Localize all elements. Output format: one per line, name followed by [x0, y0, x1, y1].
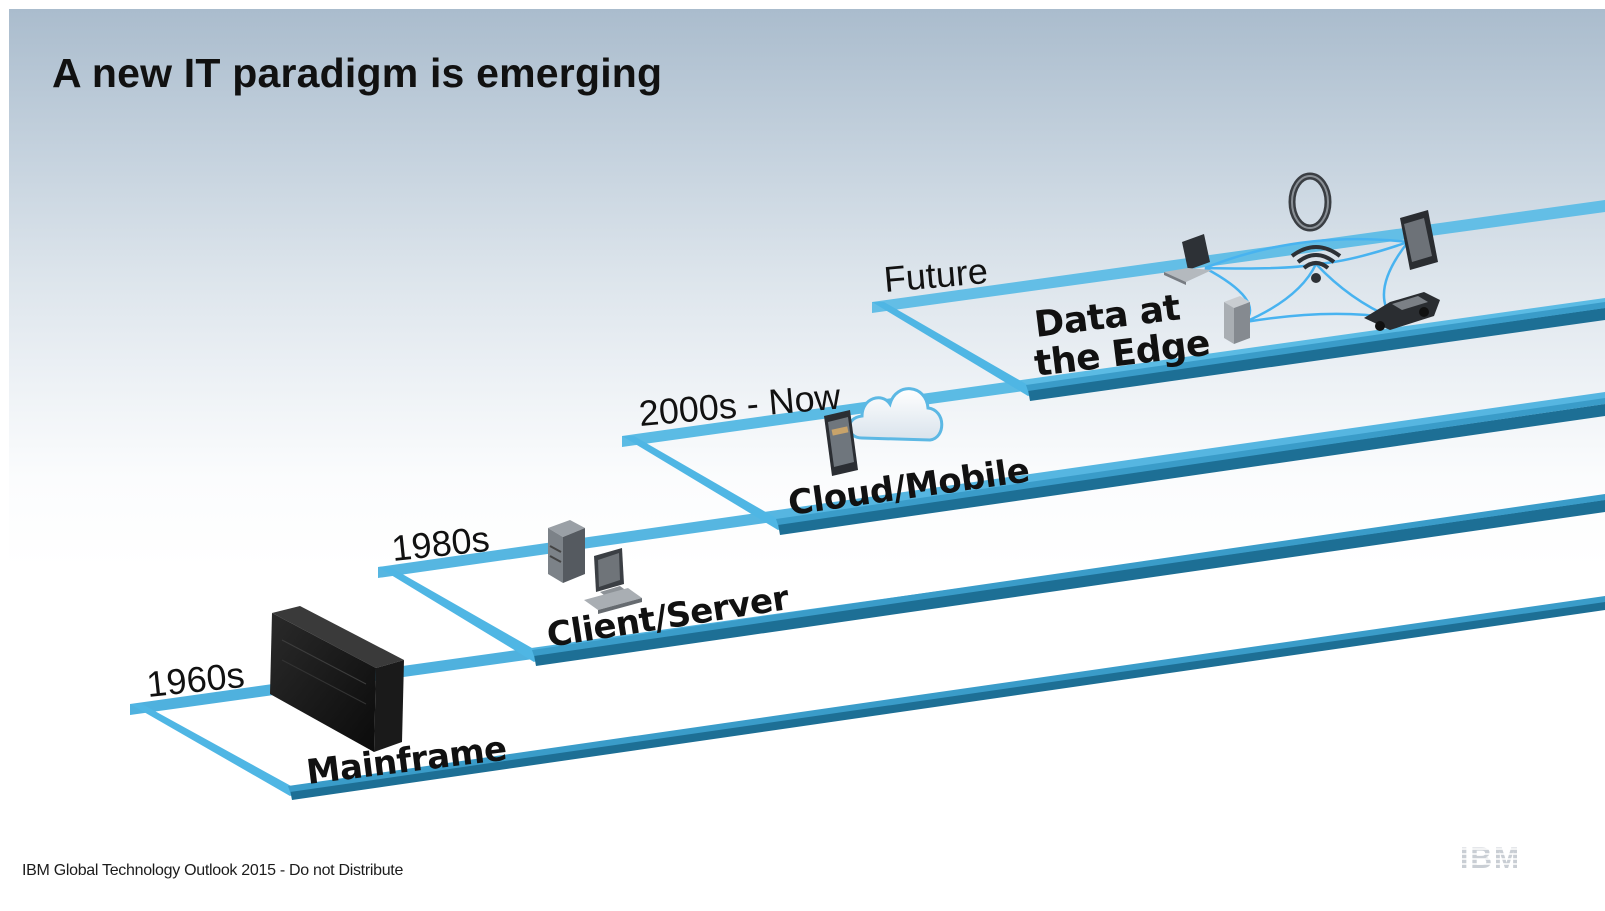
tier-client-server: 1980s Client/Server [378, 392, 1605, 666]
tier2-back-rail [378, 392, 1605, 578]
slide-footer: IBM Global Technology Outlook 2015 - Do … [22, 862, 404, 879]
ibm-logo: IBM [1456, 842, 1540, 875]
tier2-front-rail [534, 500, 1605, 666]
era-1960s: 1960s [145, 654, 247, 705]
car-icon [1364, 292, 1440, 331]
fitness-band-icon [1288, 172, 1332, 232]
tier1-side-rail [130, 704, 302, 796]
laptop-icon [1164, 234, 1212, 285]
tablet-icon [1400, 210, 1438, 270]
edge-network-icon [1164, 172, 1440, 344]
slide-title: A new IT paradigm is emerging [52, 50, 663, 96]
tier4-front-rail [1028, 308, 1605, 401]
slide-background [9, 9, 1605, 911]
tier3-side-rail [622, 436, 790, 530]
tier4-side-rail [872, 302, 1040, 396]
wifi-icon [1290, 245, 1342, 283]
era-2000s-now: 2000s - Now [637, 375, 843, 434]
storage-icon [1224, 296, 1250, 344]
era-future: Future [882, 250, 989, 300]
tier1-front-rail [290, 600, 1605, 800]
cloud-phone-icon [824, 387, 944, 476]
tier2-side-rail [378, 567, 546, 662]
server-desktop-icon [548, 520, 642, 614]
mainframe-icon [270, 606, 404, 752]
era-1980s: 1980s [390, 518, 492, 569]
tier3-front-rail [778, 404, 1605, 535]
tier-data-edge: Future Data at the Edge [872, 172, 1605, 401]
